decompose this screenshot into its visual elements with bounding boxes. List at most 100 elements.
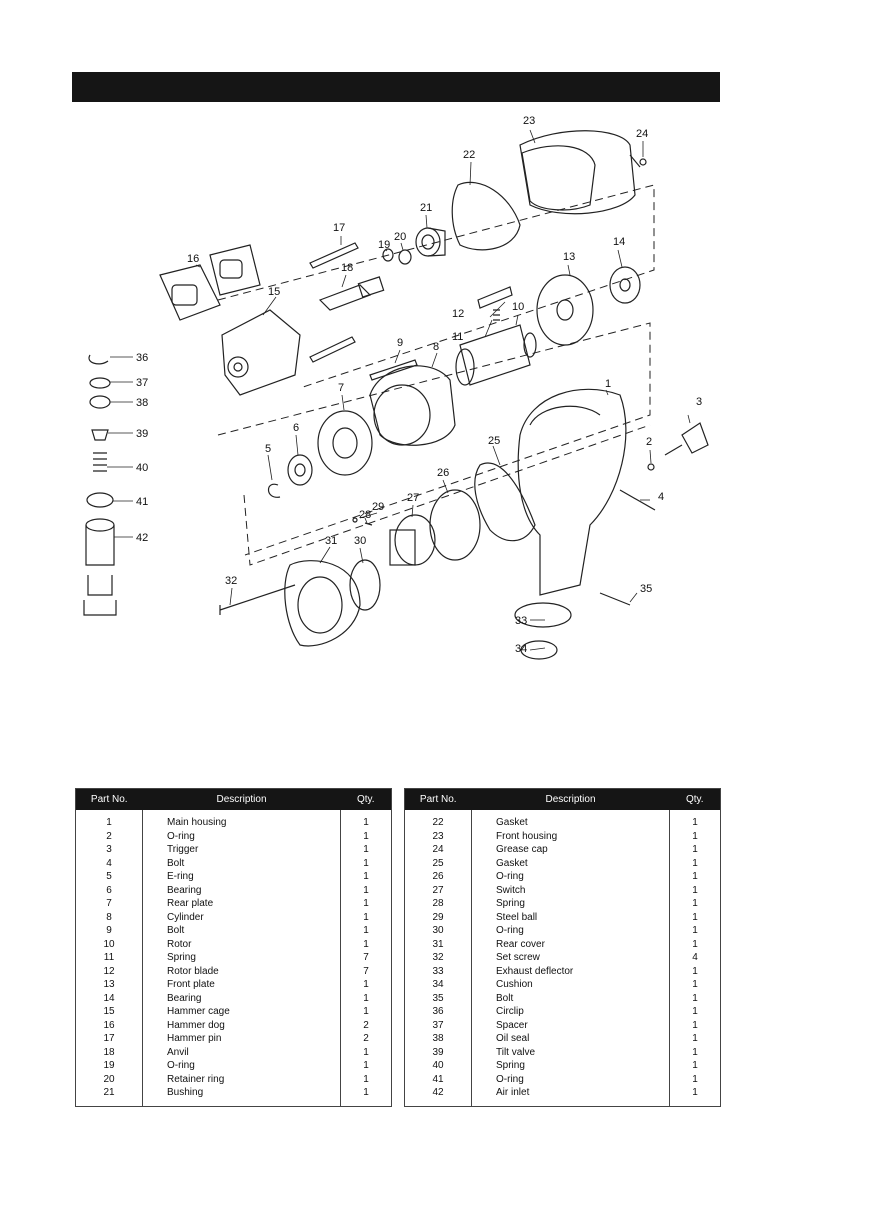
col-header-description: Description xyxy=(142,788,341,810)
callout-5: 5 xyxy=(265,443,271,455)
quantity-cell: 1 xyxy=(692,871,698,882)
callout-7: 7 xyxy=(338,382,344,394)
description-cell: Oil seal xyxy=(471,1032,670,1046)
callout-10: 10 xyxy=(512,301,524,313)
cushion-part xyxy=(520,640,558,660)
callout-13: 13 xyxy=(563,251,575,263)
description-cell: Anvil xyxy=(142,1045,341,1059)
callout-9: 9 xyxy=(397,337,403,349)
spring-28-part xyxy=(364,522,373,526)
rear-cover-part xyxy=(284,560,361,647)
table-header-row: Part No. Description Qty. xyxy=(404,788,721,810)
callout-24: 24 xyxy=(636,128,648,140)
callout-21: 21 xyxy=(420,202,432,214)
cylinder-part xyxy=(369,365,456,446)
description-cell: Main housing xyxy=(142,810,341,830)
rotor-part xyxy=(455,324,537,386)
quantity-cell: 1 xyxy=(363,1060,369,1071)
callout-42: 42 xyxy=(136,532,148,544)
part-number-cell: 16 xyxy=(103,1019,115,1031)
description-cell: Cylinder xyxy=(142,910,341,924)
o-ring-30-part xyxy=(349,559,381,611)
part-number-cell: 15 xyxy=(103,1006,115,1017)
description-cell: Bearing xyxy=(142,991,341,1005)
part-number-cell: 42 xyxy=(432,1087,444,1098)
description-cell: Gasket xyxy=(471,856,670,870)
part-number-cell: 28 xyxy=(432,898,444,909)
quantity-cell: 1 xyxy=(363,1046,369,1058)
part-number-cell: 26 xyxy=(432,871,444,882)
description-cell: Front housing xyxy=(471,829,670,843)
callout-28: 28 xyxy=(359,509,371,521)
anvil-part xyxy=(318,276,385,311)
callout-34: 34 xyxy=(515,643,527,655)
description-cell: Bushing xyxy=(142,1086,341,1106)
description-cell: Front plate xyxy=(142,978,341,992)
tilt-valve-part xyxy=(91,429,109,441)
part-number-cell: 29 xyxy=(432,911,444,923)
callout-2: 2 xyxy=(646,436,652,448)
callout-35: 35 xyxy=(640,583,652,595)
quantity-cell: 1 xyxy=(692,911,698,923)
callout-6: 6 xyxy=(293,422,299,434)
quantity-cell: 1 xyxy=(692,965,698,977)
part-number-cell: 27 xyxy=(432,884,444,896)
callout-31: 31 xyxy=(325,535,337,547)
grease-cap-part xyxy=(639,158,647,166)
quantity-cell: 7 xyxy=(363,965,369,977)
callout-29: 29 xyxy=(372,501,384,513)
quantity-cell: 1 xyxy=(363,871,369,882)
section-title-bar xyxy=(72,72,720,102)
callout-15: 15 xyxy=(268,286,280,298)
bearing-14-part xyxy=(609,266,641,304)
callout-4: 4 xyxy=(658,491,664,503)
part-number-cell: 19 xyxy=(103,1060,115,1071)
part-number-cell: 39 xyxy=(432,1046,444,1058)
o-ring-19-part xyxy=(382,248,394,262)
quantity-cell: 1 xyxy=(692,857,698,869)
description-cell: Rotor blade xyxy=(142,964,341,978)
description-cell: Grease cap xyxy=(471,843,670,857)
quantity-cell: 1 xyxy=(692,830,698,842)
quantity-cell: 1 xyxy=(692,938,698,950)
callout-12: 12 xyxy=(452,308,464,320)
callout-labels: 1 2 3 4 5 6 7 8 9 10 11 12 13 14 15 16 1… xyxy=(136,115,702,655)
quantity-cell: 1 xyxy=(363,1073,369,1085)
quantity-cell: 1 xyxy=(692,844,698,855)
hammer-dog-part xyxy=(159,244,261,321)
description-cell: O-ring xyxy=(471,870,670,884)
description-cell: Spring xyxy=(142,951,341,965)
callout-22: 22 xyxy=(463,149,475,161)
quantity-cell: 1 xyxy=(692,1073,698,1085)
quantity-cell: 2 xyxy=(363,1033,369,1044)
quantity-cell: 1 xyxy=(692,817,698,828)
table-row: 23 Front housing 1 xyxy=(405,829,721,843)
callout-32: 32 xyxy=(225,575,237,587)
callout-41: 41 xyxy=(136,496,148,508)
description-cell: E-ring xyxy=(142,870,341,884)
col-header-part-no: Part No. xyxy=(75,788,143,810)
description-cell: Circlip xyxy=(471,1005,670,1019)
quantity-cell: 2 xyxy=(363,1019,369,1031)
quantity-cell: 1 xyxy=(692,925,698,936)
description-cell: Spacer xyxy=(471,1018,670,1032)
col-header-qty: Qty. xyxy=(340,788,392,810)
quantity-cell: 1 xyxy=(363,925,369,936)
part-number-cell: 23 xyxy=(432,830,444,842)
part-number-cell: 13 xyxy=(103,979,115,990)
callout-leaders xyxy=(107,129,691,651)
